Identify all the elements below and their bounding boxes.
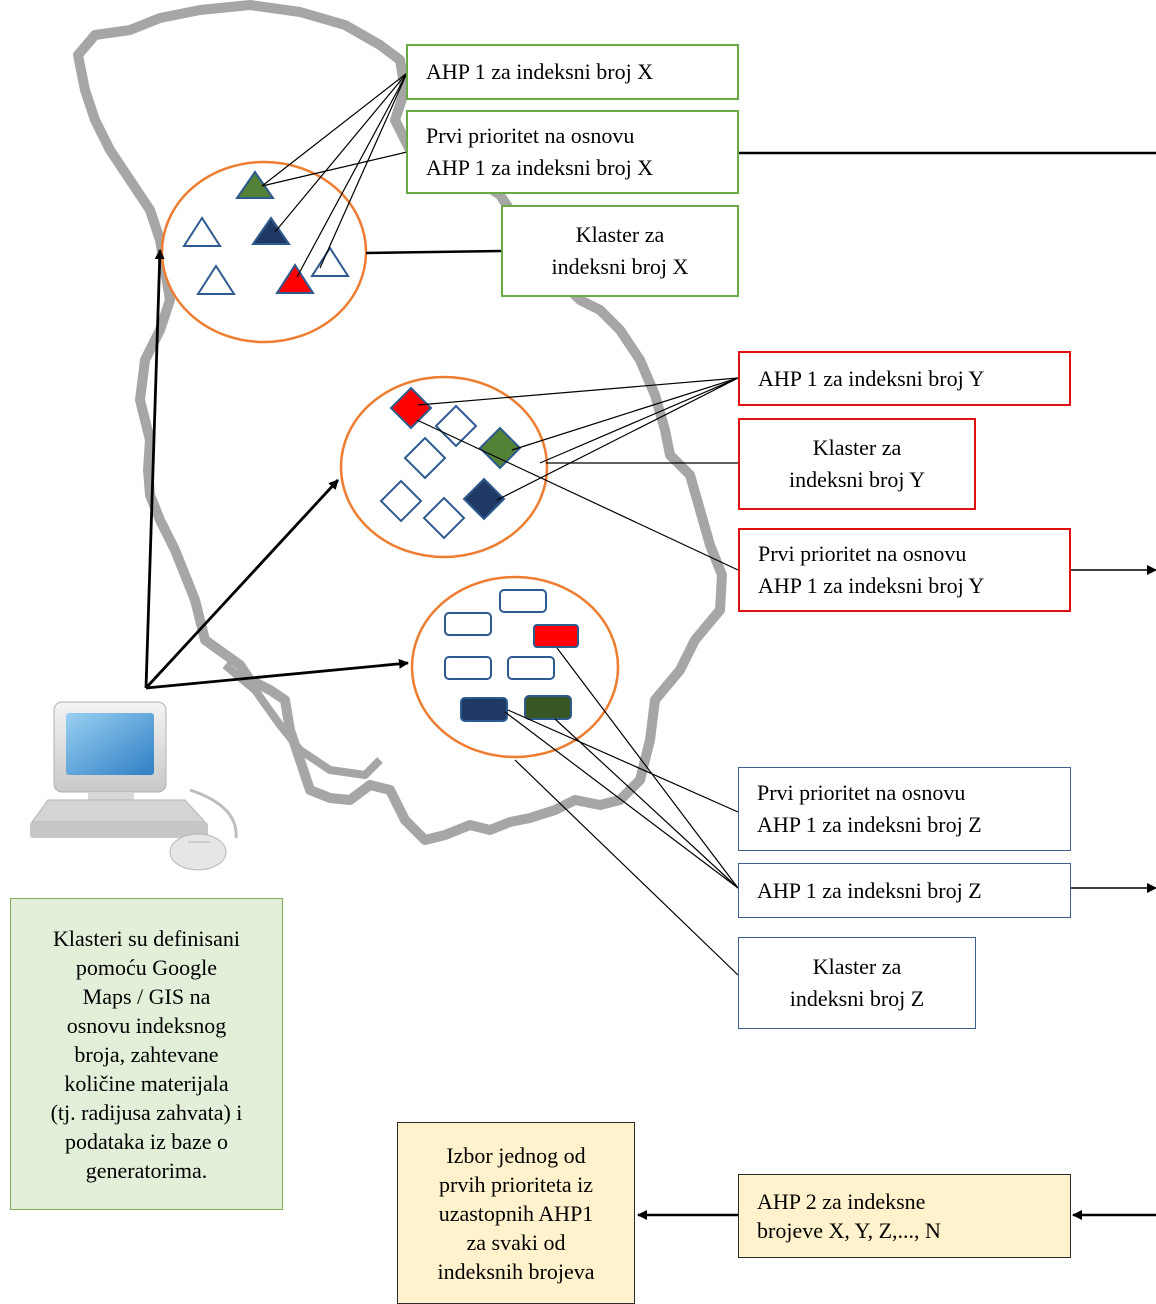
ahp2-line-1: AHP 2 za indeksne <box>757 1189 926 1214</box>
selection-line: prvih prioriteta iz <box>439 1171 593 1197</box>
priority-z-box: Prvi prioritet na osnovu AHP 1 za indeks… <box>738 767 1071 851</box>
computer-icon <box>30 701 238 871</box>
selection-box: Izbor jednog od prvih prioriteta iz uzas… <box>397 1122 635 1304</box>
note-line: osnovu indeksnog <box>66 1012 227 1038</box>
selection-line: za svaki od <box>466 1229 566 1255</box>
selection-line: uzastopnih AHP1 <box>438 1200 594 1226</box>
ahp1-x-text: AHP 1 za indeksni broj X <box>426 59 654 84</box>
ahp1-z-text: AHP 1 za indeksni broj Z <box>757 877 982 903</box>
cluster-y-line-1: Klaster za <box>812 435 902 460</box>
cluster-z-line-2: indeksni broj Z <box>789 986 925 1011</box>
priority-z-line-2: AHP 1 za indeksni broj Z <box>757 812 982 837</box>
ahp2-box: AHP 2 za indeksne brojeve X, Y, Z,..., N <box>738 1174 1071 1258</box>
connectors-y <box>416 377 739 571</box>
marker-diamond-green <box>478 426 522 470</box>
connectors-z <box>504 647 739 976</box>
cluster-x-line-2: indeksni broj X <box>551 254 689 279</box>
note-line: podataka iz baze o <box>64 1128 229 1154</box>
marker-diamond-navy <box>462 477 506 521</box>
computer-arrows <box>144 249 409 690</box>
note-line: pomoću Google <box>75 954 218 980</box>
connectors-x <box>261 72 408 278</box>
selection-line: Izbor jednog od <box>446 1142 586 1168</box>
selection-line: indeksnih brojeva <box>437 1258 595 1284</box>
marker-diamond-empty <box>434 404 478 448</box>
marker-triangle-empty <box>196 264 236 295</box>
cluster-z-box: Klaster za indeksni broj Z <box>738 937 976 1029</box>
priority-z-line-1: Prvi prioritet na osnovu <box>757 780 966 805</box>
marker-rect-empty <box>507 656 555 680</box>
ahp1-z-box: AHP 1 za indeksni broj Z <box>738 863 1071 918</box>
map-outline-inner <box>222 661 383 779</box>
marker-triangle-empty <box>310 246 350 277</box>
marker-triangle-empty <box>182 216 222 247</box>
note-line: Maps / GIS na <box>82 983 211 1009</box>
cluster-x-line-1: Klaster za <box>575 222 665 247</box>
ahp1-y-box: AHP 1 za indeksni broj Y <box>738 351 1071 406</box>
line-cluster-x <box>365 249 502 255</box>
marker-diamond-empty <box>403 436 447 480</box>
marker-rect-empty <box>444 656 492 680</box>
marker-triangle-navy <box>251 216 291 245</box>
priority-y-line-2: AHP 1 za indeksni broj Y <box>758 573 985 598</box>
ahp1-x-box: AHP 1 za indeksni broj X <box>406 44 739 100</box>
priority-x-box: Prvi prioritet na osnovu AHP 1 za indeks… <box>406 110 739 194</box>
cluster-y-box: Klaster za indeksni broj Y <box>738 418 976 510</box>
marker-rect-empty <box>499 589 547 613</box>
ahp1-y-text: AHP 1 za indeksni broj Y <box>758 365 985 391</box>
note-line: broja, zahtevane <box>74 1041 219 1067</box>
marker-diamond-empty <box>379 479 423 523</box>
note-line: (tj. radijusa zahvata) i <box>50 1099 243 1125</box>
priority-x-line-2: AHP 1 za indeksni broj X <box>426 155 654 180</box>
cluster-z-line-1: Klaster za <box>812 954 902 979</box>
marker-rect-red <box>533 624 579 648</box>
marker-diamond-red <box>389 386 433 430</box>
note-line: Klasteri su definisani <box>53 925 240 951</box>
cluster-y-line-2: indeksni broj Y <box>788 467 926 492</box>
marker-triangle-red <box>275 263 315 294</box>
cluster-definition-note: Klasteri su definisani pomoću Google Map… <box>10 898 283 1210</box>
note-line: generatorima. <box>85 1157 208 1183</box>
marker-rect-dark-green <box>524 695 572 720</box>
marker-diamond-empty <box>422 496 466 540</box>
marker-rect-navy <box>460 697 508 722</box>
priority-x-line-1: Prvi prioritet na osnovu <box>426 123 635 148</box>
ahp2-line-2: brojeve X, Y, Z,..., N <box>757 1218 941 1243</box>
priority-y-line-1: Prvi prioritet na osnovu <box>758 541 967 566</box>
note-line: količine materijala <box>64 1070 229 1096</box>
marker-rect-empty <box>444 612 492 636</box>
cluster-x-box: Klaster za indeksni broj X <box>501 205 739 297</box>
priority-y-box: Prvi prioritet na osnovu AHP 1 za indeks… <box>738 528 1071 612</box>
